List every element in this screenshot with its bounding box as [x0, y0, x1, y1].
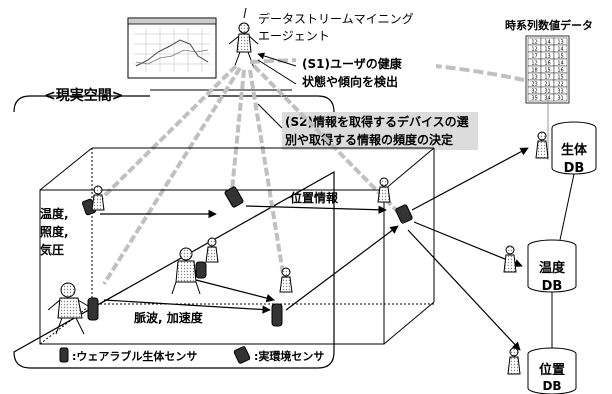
- wearable-sensor-left: [87, 297, 99, 321]
- legend-env-sensor-icon: [233, 346, 251, 364]
- person-mid-floor-icon: [279, 267, 293, 293]
- env-label-line1: 温度,: [40, 206, 69, 221]
- person-center-icon: [171, 247, 207, 295]
- db-temp-line1: 温度: [539, 260, 566, 276]
- db-bio-line1: 生体: [561, 142, 588, 158]
- step1-line2: 状態や傾向を検出: [302, 74, 398, 89]
- agent-device-bands: [92, 64, 400, 293]
- timeseries-cell: 14: [544, 40, 550, 46]
- timeseries-cell: 15: [544, 68, 550, 74]
- timeseries-cell: 18: [531, 68, 537, 74]
- timeseries-cell: 21: [544, 82, 550, 88]
- person-left-icon: [47, 282, 89, 335]
- step2-line1: (S2)情報を取得するデバイスの選: [285, 114, 469, 129]
- step2-arrow: [257, 103, 283, 129]
- env-label-line3: 気圧: [40, 242, 64, 257]
- person-right-icon: [377, 177, 391, 203]
- legend-wearable-label: :ウェアラブル生体センサ: [72, 349, 197, 363]
- agent-figure-icon: [228, 7, 259, 69]
- timeseries-cell: 35: [531, 96, 537, 102]
- db-position-line1: 位置: [539, 362, 565, 378]
- env-sensor-middle: [224, 186, 244, 208]
- real-space-boundary: [13, 95, 335, 369]
- timeseries-cell: 14: [557, 61, 563, 67]
- timeseries-cell: 22: [557, 82, 563, 88]
- agent-name-line1: データストリームマイニング: [258, 11, 414, 26]
- db-position: 位置 DB: [507, 347, 577, 394]
- db-temp-line2: DB: [542, 279, 563, 294]
- pulse-label: 脈波, 加速度: [134, 310, 204, 325]
- timeseries-cell: 13: [557, 40, 563, 46]
- step1-note: (S1)ユーザの健康 状態や傾向を検出: [296, 54, 436, 90]
- room-box: [39, 147, 435, 345]
- db-arrows: [407, 147, 529, 351]
- step1-arrow-2: [257, 59, 297, 85]
- timeseries-cell: 12: [531, 47, 537, 53]
- step2-line2: 別や取得する情報の頻度の決定: [284, 132, 453, 147]
- timeseries-cell: 33: [557, 89, 563, 95]
- real-space-label: <現実空間>: [44, 87, 123, 104]
- timeseries-cell: 15: [557, 54, 563, 60]
- timeseries-cell: 13: [531, 75, 537, 81]
- timeseries-cell: 16: [544, 61, 550, 67]
- env-sensor-right: [395, 204, 413, 224]
- timeseries-cell: 31: [544, 89, 550, 95]
- timeseries-cell: 15: [544, 47, 550, 53]
- mining-chart-window: [127, 17, 217, 79]
- db-temp: 温度 DB: [503, 239, 577, 294]
- person-mid-top-icon: [205, 237, 219, 263]
- timeseries-cell: 17: [531, 54, 537, 60]
- timeseries-cell: 31: [557, 96, 563, 102]
- db-position-line2: DB: [542, 379, 561, 393]
- db-connector-lines: [551, 173, 575, 348]
- timeseries-title: 時系列数値データ: [505, 18, 593, 32]
- timeseries-cell-box: [553, 93, 568, 102]
- db-position-person-icon: [507, 347, 521, 375]
- db-bio-line2: DB: [564, 161, 585, 176]
- env-label-line2: 照度,: [40, 224, 69, 239]
- step2-note: (S2)情報を取得するデバイスの選 別や取得する情報の頻度の決定: [282, 112, 478, 150]
- step1-arrow: [257, 52, 297, 67]
- person-left-wall-icon: [91, 185, 105, 211]
- timeseries-cell: 12: [531, 61, 537, 67]
- timeseries-cell: 12: [531, 40, 537, 46]
- room-data-arrows: [100, 205, 399, 314]
- wearable-sensor-center: [271, 303, 283, 327]
- db-bio-person-icon: [535, 131, 549, 159]
- timeseries-cell: 16: [557, 68, 563, 74]
- db-temp-person-icon: [503, 245, 517, 273]
- timeseries-cell: 23: [531, 82, 537, 88]
- step1-line1: (S1)ユーザの健康: [302, 56, 403, 71]
- db-bio: 生体 DB: [535, 121, 597, 176]
- timeseries-cell: 32: [531, 89, 537, 95]
- legend-wearable-icon: [59, 347, 69, 363]
- timeseries-cell: 17: [544, 75, 550, 81]
- timeseries-cell: 15: [557, 75, 563, 81]
- timeseries-cell: 13: [544, 54, 550, 60]
- position-info-label: 位置情報: [290, 190, 339, 205]
- timeseries-cell: 14: [557, 47, 563, 53]
- agent-name-line2: エージェント: [258, 29, 330, 43]
- legend: :ウェアラブル生体センサ :実環境センサ: [59, 346, 324, 364]
- legend-env-sensor-label: :実環境センサ: [254, 349, 324, 363]
